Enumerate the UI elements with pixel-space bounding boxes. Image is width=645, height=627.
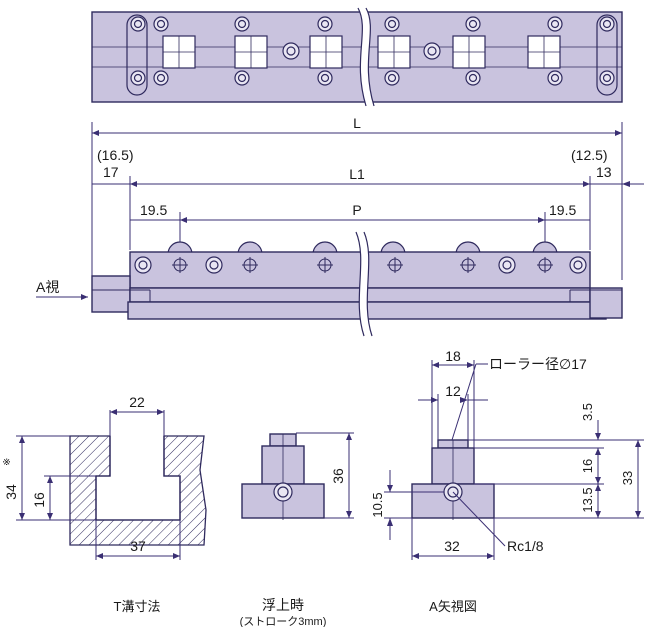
dim-right-paren: (12.5) xyxy=(571,147,608,163)
top-bolt-holes xyxy=(130,16,615,86)
dim-P: P xyxy=(352,202,361,218)
dim-pitch-right: 19.5 xyxy=(549,202,576,218)
dim-L: L xyxy=(353,115,361,131)
dim-left-paren: (16.5) xyxy=(97,147,134,163)
tslot-top: 22 xyxy=(129,394,145,410)
float-view: 36 浮上時 (ストローク3mm) xyxy=(240,432,354,627)
aview-d35: 3.5 xyxy=(580,403,595,421)
aview-w32: 32 xyxy=(444,538,460,554)
tslot-bottom: 37 xyxy=(130,538,146,554)
float-subcaption: (ストローク3mm) xyxy=(240,615,327,627)
float-height: 36 xyxy=(330,468,346,484)
front-dimensions: L L1 (16.5) 17 (12.5) 13 P 19.5 19.5 xyxy=(91,115,644,280)
tslot-total: 34 xyxy=(3,484,19,500)
a-view: 18 12 ローラー径∅17 3.5 16 13.5 33 xyxy=(370,348,644,614)
dim-right-value: 13 xyxy=(596,164,612,180)
tslot-height: 16 xyxy=(31,492,47,508)
aview-caption: A矢視図 xyxy=(429,599,477,614)
aview-d135: 13.5 xyxy=(580,487,595,512)
aview-port: Rc1/8 xyxy=(507,538,544,554)
top-view xyxy=(91,7,623,107)
dim-pitch-left: 19.5 xyxy=(140,202,167,218)
view-a-label: A視 xyxy=(36,279,59,295)
tslot-mark: ※ xyxy=(2,458,13,466)
aview-d16: 16 xyxy=(580,459,595,473)
aview-d33: 33 xyxy=(620,471,635,485)
aview-w12: 12 xyxy=(445,383,461,399)
aview-w18: 18 xyxy=(445,348,461,364)
dim-left-value: 17 xyxy=(103,164,119,180)
aview-roller: ローラー径∅17 xyxy=(489,356,587,372)
tslot-caption: T溝寸法 xyxy=(114,599,161,614)
dim-L1: L1 xyxy=(349,166,365,182)
aview-d105: 10.5 xyxy=(370,492,385,517)
front-view: A視 xyxy=(36,231,623,337)
float-caption: 浮上時 xyxy=(262,597,304,613)
tslot-view: 22 16 34 ※ 37 T溝寸法 xyxy=(2,394,207,614)
